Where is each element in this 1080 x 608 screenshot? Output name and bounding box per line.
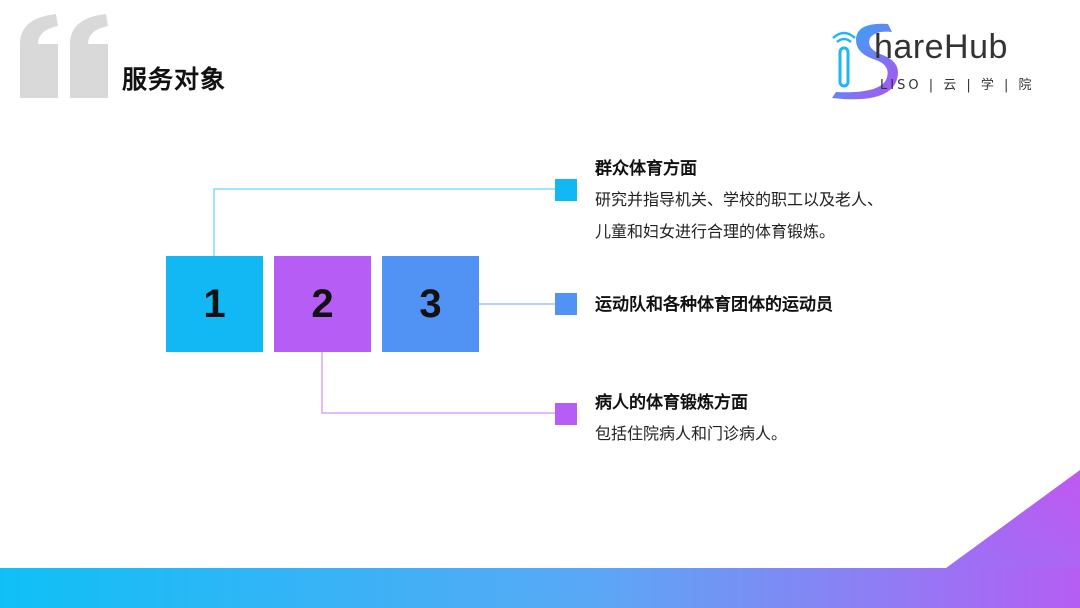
item-title-2: 运动队和各种体育团体的运动员 (595, 295, 833, 315)
item-title-3: 病人的体育锻炼方面 (595, 393, 748, 413)
number-box-3: 3 (382, 256, 479, 352)
number-box-1: 1 (166, 256, 263, 352)
sharehub-logo: hareHub LISO | 云 | 学 | 院 (826, 18, 1056, 102)
number-label: 3 (419, 281, 442, 326)
item-title-1: 群众体育方面 (595, 159, 697, 179)
logo-subtitle: LISO | 云 | 学 | 院 (880, 78, 1035, 93)
connector-line-1 (213, 188, 556, 256)
item-desc-1-line-2: 儿童和妇女进行合理的体育锻炼。 (595, 222, 836, 241)
number-label: 1 (203, 281, 226, 326)
item-marker-2 (555, 293, 577, 315)
connector-line-2 (321, 352, 556, 414)
logo-s-mark-icon (832, 23, 898, 100)
item-marker-1 (555, 179, 577, 201)
logo-brand-text: hareHub (874, 28, 1008, 66)
item-desc-1-line-1: 研究并指导机关、学校的职工以及老人、 (595, 190, 884, 209)
item-desc-3-line-1: 包括住院病人和门诊病人。 (595, 424, 788, 443)
page-title: 服务对象 (122, 65, 227, 94)
number-label: 2 (311, 281, 334, 326)
number-box-2: 2 (274, 256, 371, 352)
quote-mark-icon (20, 14, 108, 98)
item-marker-3 (555, 403, 577, 425)
